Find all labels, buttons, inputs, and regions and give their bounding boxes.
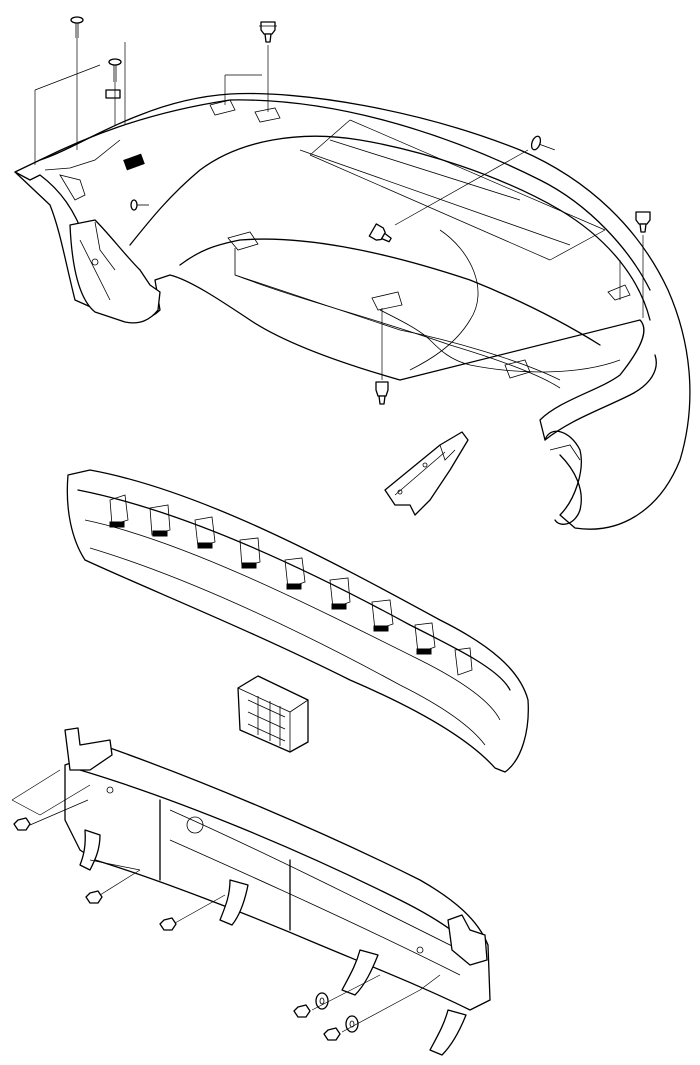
- clip-fastener: [259, 22, 650, 404]
- leader-lines: [12, 38, 643, 1032]
- mud-flap: [70, 220, 160, 323]
- bumper-cover: [15, 93, 690, 529]
- bumper-absorber: [67, 470, 528, 772]
- washer: [316, 993, 358, 1032]
- bumper-reinforcement: [65, 728, 490, 1055]
- screw: [71, 17, 557, 210]
- side-bracket: [385, 432, 468, 515]
- nut: [14, 818, 340, 1040]
- mounting-bracket: [238, 676, 308, 752]
